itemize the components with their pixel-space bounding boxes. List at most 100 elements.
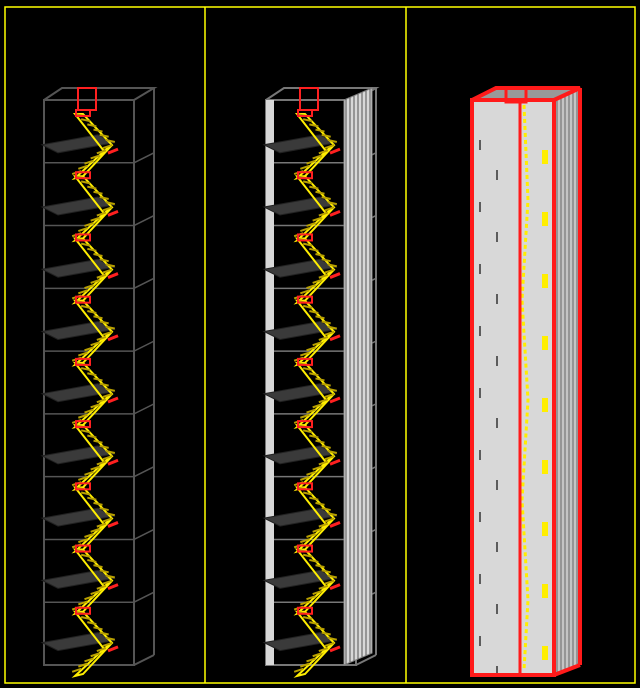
floor-beam bbox=[133, 152, 155, 164]
tower-base-edge bbox=[133, 654, 155, 666]
stair-tread bbox=[78, 476, 88, 481]
viewport-borders bbox=[4, 6, 636, 684]
stair-tread bbox=[306, 221, 316, 227]
enclosure-side-panel bbox=[554, 88, 580, 675]
stair-tread bbox=[102, 330, 113, 336]
stair-glimpse bbox=[542, 336, 548, 350]
stair-tread bbox=[321, 258, 331, 263]
stair-tread bbox=[318, 584, 329, 590]
stair-tread bbox=[324, 144, 335, 150]
stair-tread bbox=[96, 647, 107, 653]
landing-marker bbox=[107, 458, 119, 466]
stair-tread bbox=[93, 439, 103, 444]
landing-marker bbox=[107, 521, 119, 528]
stair-tread bbox=[99, 507, 109, 512]
stair-tread bbox=[84, 221, 94, 227]
stair-tread bbox=[315, 564, 325, 569]
stair-tread bbox=[321, 631, 331, 636]
stair-tread bbox=[312, 527, 322, 533]
stair-tread bbox=[324, 393, 335, 398]
red-frame-front bbox=[470, 98, 556, 677]
stair-tread bbox=[306, 657, 316, 663]
landing-marker bbox=[329, 645, 341, 653]
tower-top-frame bbox=[43, 87, 158, 101]
stair-tread bbox=[302, 367, 313, 372]
stair-tread bbox=[78, 289, 88, 295]
stair-tread bbox=[84, 657, 94, 663]
floor-beam bbox=[133, 277, 155, 290]
stair-tread bbox=[306, 595, 316, 601]
stair-tread bbox=[318, 647, 329, 653]
stair-tread bbox=[312, 154, 322, 160]
landing-marker bbox=[75, 420, 91, 429]
stair-tread bbox=[318, 273, 329, 279]
stair-tread bbox=[102, 268, 113, 274]
stair-tread bbox=[96, 398, 107, 404]
viewport-stair-frame[interactable] bbox=[40, 87, 158, 678]
stair-tread bbox=[93, 253, 103, 257]
stair-tread bbox=[300, 227, 310, 233]
stair-glimpse bbox=[542, 522, 548, 536]
stair-tread bbox=[300, 164, 310, 170]
stair-tread bbox=[99, 569, 109, 574]
stair-tread bbox=[80, 118, 91, 123]
stair-tread bbox=[306, 159, 316, 165]
landing-marker bbox=[297, 357, 313, 366]
stair-tread bbox=[300, 538, 310, 544]
stair-tread bbox=[312, 216, 322, 222]
tower-front-frame bbox=[43, 99, 135, 666]
stair-glimpse bbox=[542, 646, 548, 660]
stair-tread bbox=[302, 491, 313, 496]
stair-tread bbox=[80, 242, 91, 247]
inner-stair-line bbox=[520, 104, 530, 671]
stair-tread bbox=[302, 553, 313, 558]
stair-tread bbox=[102, 393, 113, 398]
stair-tread bbox=[84, 470, 94, 476]
viewport-stair-enclosed[interactable] bbox=[470, 86, 582, 677]
stair-tread bbox=[102, 206, 113, 212]
stair-glimpse bbox=[542, 274, 548, 288]
stair-tread bbox=[93, 190, 103, 195]
stair-tread bbox=[321, 444, 331, 449]
landing-marker bbox=[329, 272, 341, 279]
landing-marker bbox=[75, 606, 91, 615]
stair-glimpse bbox=[542, 150, 548, 164]
stair-tread bbox=[84, 284, 94, 290]
stair-tread bbox=[300, 413, 310, 419]
stair-tread bbox=[327, 450, 338, 455]
landing-marker bbox=[107, 396, 119, 404]
landing-marker bbox=[107, 147, 119, 155]
stair-tread bbox=[93, 626, 103, 631]
landing-marker bbox=[297, 420, 313, 429]
stair-tread bbox=[102, 517, 113, 523]
stair-glimpse bbox=[542, 584, 548, 598]
stair-tread bbox=[105, 263, 116, 268]
stair-tread bbox=[315, 439, 325, 444]
stair-tread bbox=[93, 377, 103, 382]
stair-tread bbox=[312, 465, 322, 471]
stair-tread bbox=[90, 278, 100, 284]
stair-tread bbox=[321, 569, 331, 574]
stair-tread bbox=[93, 501, 103, 506]
floor-beam bbox=[133, 403, 155, 415]
viewport-stair-cladded[interactable] bbox=[262, 87, 380, 678]
stair-tread bbox=[80, 553, 91, 558]
stair-tread bbox=[318, 522, 329, 528]
stair-tread bbox=[99, 444, 109, 449]
stair-tread bbox=[96, 336, 107, 341]
stair-tread bbox=[309, 247, 319, 252]
stair-tread bbox=[300, 351, 310, 357]
stair-tread bbox=[327, 263, 338, 268]
stair-tread bbox=[315, 315, 325, 320]
stair-tread bbox=[87, 496, 97, 501]
landing-marker bbox=[75, 233, 91, 242]
stair-tread bbox=[315, 501, 325, 506]
stair-tread bbox=[87, 185, 97, 190]
viewport-outer-border bbox=[4, 6, 636, 684]
stair-tread bbox=[306, 346, 316, 352]
stair-tread bbox=[327, 387, 338, 392]
landing-marker bbox=[107, 272, 119, 279]
stair-tread bbox=[302, 180, 313, 185]
